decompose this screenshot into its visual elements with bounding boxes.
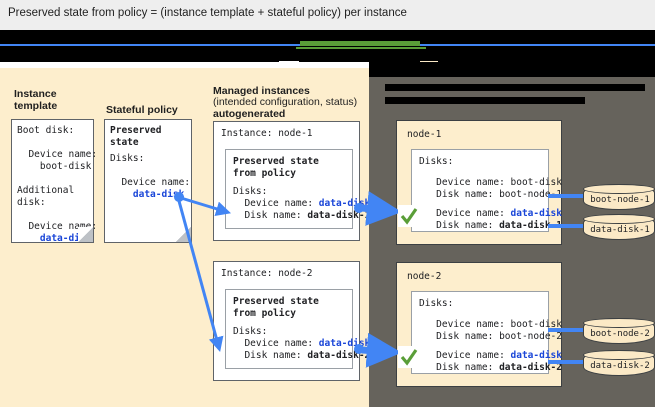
arrow-node-1-to-actual	[361, 191, 402, 226]
managed-instance-node-1-label: Instance: node-1	[221, 128, 313, 139]
heading-managed-instances-sub: (intended configuration, status)	[213, 96, 358, 108]
preserved-state-diskname-node-1: Disk name: data-disk-1	[233, 210, 371, 221]
legend-green-bar	[300, 41, 420, 46]
actual-node-2-boot-disk: Disk name: boot-node-2	[419, 331, 562, 342]
preserved-state-device-node-2: Device name: data-disk	[233, 338, 371, 349]
heading-managed-instances-auto: autogenerated	[213, 108, 286, 120]
disk-cylinder-boot-node-1: boot-node-1	[583, 184, 655, 210]
actual-node-2-disks-label: Disks:	[419, 298, 454, 309]
preserved-state-diskname-node-2: Disk name: data-disk-2	[233, 350, 371, 361]
actual-node-2-box: node-2 Disks: Device name: boot-disk Dis…	[396, 262, 562, 387]
preserved-state-device-node-1: Device name: data-disk	[233, 198, 371, 209]
actual-node-1-boot-device: Device name: boot-disk	[419, 177, 562, 188]
status-check-node-2	[398, 346, 420, 368]
actual-node-2-boot-device: Device name: boot-disk	[419, 319, 562, 330]
instance-template-card: Boot disk: Device name: boot-disk Additi…	[11, 119, 98, 244]
disk-cylinder-data-disk-1: data-disk-1	[583, 214, 655, 240]
actual-node-2-label: node-2	[407, 271, 442, 282]
status-check-node-1	[398, 205, 420, 227]
legend-band	[0, 30, 655, 62]
node-1-out-dot	[354, 203, 364, 213]
disk-label: boot-node-2	[590, 329, 650, 339]
redaction-bar-1	[385, 84, 645, 91]
page-fold-icon	[78, 227, 94, 243]
disk-label: data-disk-2	[590, 361, 650, 371]
arrow-policy-to-node-1	[180, 196, 232, 217]
redaction-bar-2	[385, 97, 585, 104]
arrow-policy-to-node-2	[177, 200, 224, 353]
actual-node-1-disks-label: Disks:	[419, 156, 454, 167]
disk-label: data-disk-1	[590, 225, 650, 235]
actual-node-1-data-device: Device name: data-disk	[419, 208, 562, 219]
managed-instance-node-2-label: Instance: node-2	[221, 268, 313, 279]
redaction-bar-top	[369, 62, 655, 77]
instance-template-card-text: Boot disk: Device name: boot-disk Additi…	[17, 125, 98, 244]
actual-node-1-box: node-1 Disks: Device name: boot-disk Dis…	[396, 120, 562, 245]
legend-check-icon	[279, 61, 299, 62]
legend-cream-swatch	[420, 61, 438, 62]
title-bar: Preserved state from policy = (instance …	[0, 0, 655, 30]
actual-node-2-data-disk: Disk name: data-disk-2	[419, 362, 562, 373]
actual-node-2-data-device: Device name: data-disk	[419, 350, 562, 361]
heading-stateful-policy: Stateful policy	[106, 104, 178, 116]
cylinder-top-icon	[583, 184, 655, 194]
actual-node-1-boot-disk: Disk name: boot-node-1	[419, 189, 562, 200]
arrow-node-2-to-actual	[361, 332, 402, 368]
node-2-out-dot	[354, 344, 364, 354]
legend-green-bar-thin	[296, 47, 426, 49]
page-title: Preserved state from policy = (instance …	[8, 7, 407, 19]
preserved-state-disks-label-node-1: Disks:	[233, 186, 268, 197]
heading-managed-instances: Managed instances	[213, 85, 310, 97]
cylinder-top-icon	[583, 318, 655, 328]
disk-cylinder-boot-node-2: boot-node-2	[583, 318, 655, 344]
cylinder-top-icon	[583, 350, 655, 360]
actual-node-1-disks-box: Disks: Device name: boot-disk Disk name:…	[411, 149, 562, 232]
actual-node-1-label: node-1	[407, 129, 442, 140]
actual-node-1-data-disk: Disk name: data-disk-1	[419, 220, 562, 231]
stateful-policy-card-body: Disks: Device name: data-disk	[110, 153, 191, 200]
actual-node-2-disks-box: Disks: Device name: boot-disk Disk name:…	[411, 291, 562, 374]
preserved-state-disks-label-node-2: Disks:	[233, 326, 268, 337]
disk-cylinder-data-disk-2: data-disk-2	[583, 350, 655, 376]
disk-label: boot-node-1	[590, 195, 650, 205]
cylinder-top-icon	[583, 214, 655, 224]
